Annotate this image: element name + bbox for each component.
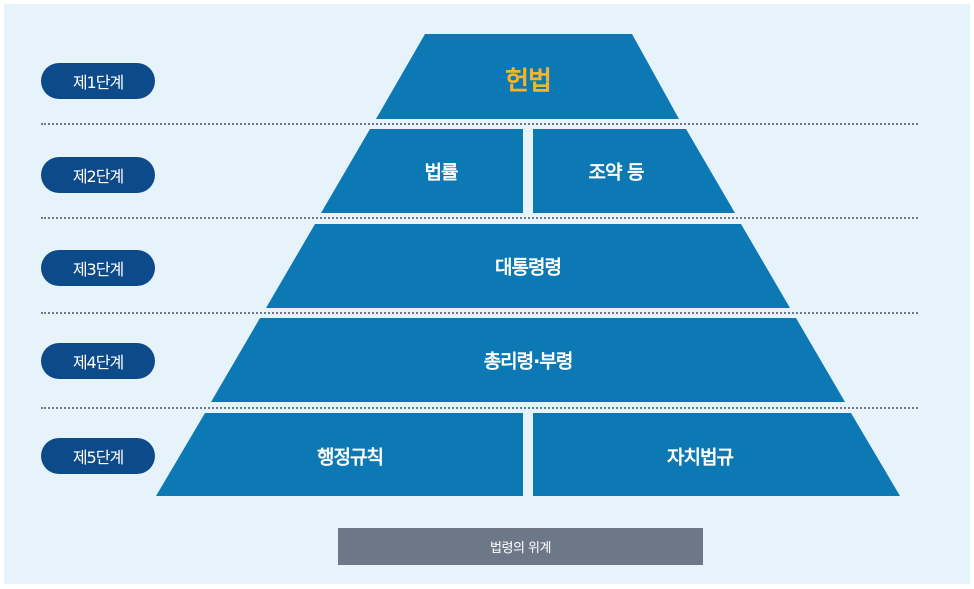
level-1-label: 헌법 bbox=[505, 66, 552, 97]
level-3-label: 대통령령 bbox=[495, 256, 562, 279]
level-4-label: 총리령·부령 bbox=[483, 350, 574, 373]
level-2-right-block bbox=[533, 129, 735, 213]
level-5-left-label: 행정규칙 bbox=[317, 446, 384, 469]
level-3-block bbox=[266, 224, 790, 308]
level-2-left-block bbox=[321, 129, 523, 213]
divider-1 bbox=[41, 123, 918, 125]
level-5-left-block bbox=[156, 413, 523, 496]
level-1-block bbox=[376, 34, 679, 119]
stage-4-pill: 제4단계 bbox=[41, 343, 155, 379]
level-5-right-label: 자치법규 bbox=[667, 446, 734, 469]
divider-2 bbox=[41, 217, 918, 219]
level-2-right-label: 조약 등 bbox=[588, 161, 644, 184]
divider-3 bbox=[41, 312, 918, 314]
level-2-left-label: 법률 bbox=[424, 161, 459, 184]
divider-4 bbox=[41, 407, 918, 409]
stage-2-pill: 제2단계 bbox=[41, 157, 155, 193]
stage-3-pill: 제3단계 bbox=[41, 250, 155, 286]
level-4-block bbox=[211, 318, 845, 402]
stage-5-pill: 제5단계 bbox=[41, 438, 155, 474]
level-5-right-block bbox=[533, 413, 900, 496]
diagram-caption: 법령의 위계 bbox=[338, 528, 703, 565]
stage-1-pill: 제1단계 bbox=[41, 63, 155, 99]
